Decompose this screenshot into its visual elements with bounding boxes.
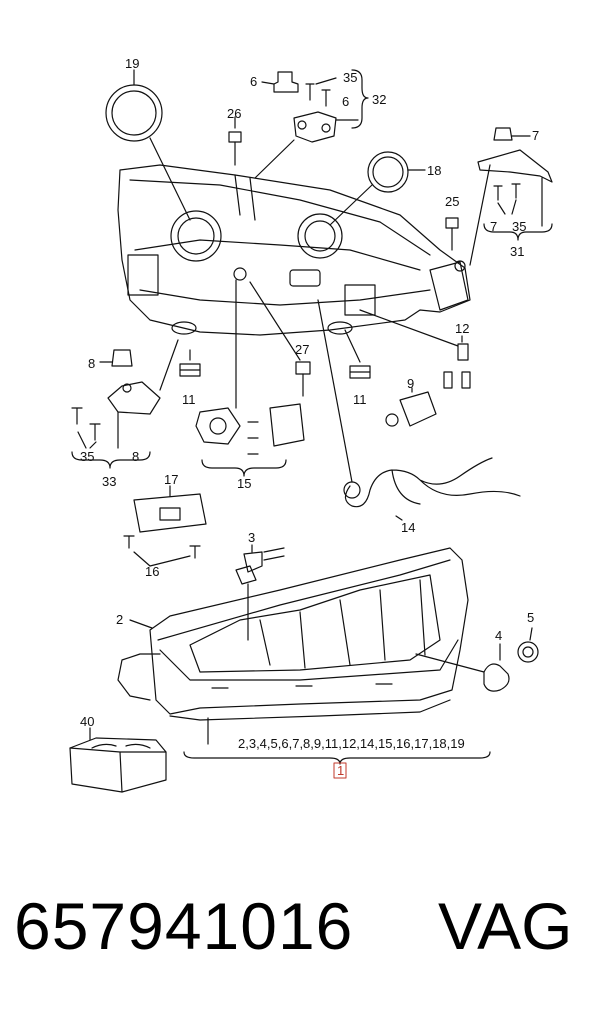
callout-8: 8 [88,356,95,371]
assembly-list: 2,3,4,5,6,7,8,9,11,12,14,15,16,17,18,19 [238,736,465,751]
callout-5: 5 [527,610,534,625]
callout-27: 27 [295,342,309,357]
part-9-level-motor [385,387,437,427]
callout-labels: 19 6 35 6 32 26 18 7 25 7 35 31 8 11 27 … [80,56,539,778]
callout-main-item: 1 [337,763,344,778]
callout-40: 40 [80,714,94,729]
part-3-bulb [235,544,285,641]
part-40-box [69,727,167,793]
callout-9: 9 [407,376,414,391]
part-31-bracket-group [469,127,553,266]
callout-35: 35 [343,70,357,85]
callout-17: 17 [164,472,178,487]
assembly-bracket [183,717,491,779]
part-25-screw [445,217,459,251]
part-18-cover-cap [329,151,426,226]
part-16-screws [123,535,201,567]
callout-26: 26 [227,106,241,121]
part-33-mount-group [71,339,179,469]
part-27-screw [249,281,311,397]
callout-35: 35 [80,449,94,464]
part-12-clips [359,309,471,389]
callout-7: 7 [532,128,539,143]
part-11-grommet-right [344,329,371,379]
callout-33: 33 [102,474,116,489]
callout-15: 15 [237,476,251,491]
part-17-control-unit [133,485,207,533]
part-19-cover-cap [105,69,191,221]
callout-11: 11 [353,392,367,407]
brand-label: VAG [438,889,573,963]
callout-18: 18 [427,163,441,178]
headlight-housing [117,164,471,336]
callout-16: 16 [145,564,159,579]
part-4-bulb [415,643,510,692]
callout-25: 25 [445,194,459,209]
callout-6: 6 [342,94,349,109]
part-5-socket [517,627,539,663]
callout-31: 31 [510,244,524,259]
callout-19: 19 [125,56,139,71]
callout-3: 3 [248,530,255,545]
callout-35: 35 [512,219,526,234]
callout-14: 14 [401,520,415,535]
callout-6: 6 [250,74,257,89]
part-14-wiring-harness [317,299,521,521]
part-15-module-group [195,279,305,477]
part-11-grommet-left [179,349,201,377]
callout-2: 2 [116,612,123,627]
callout-7: 7 [490,219,497,234]
callout-8: 8 [132,449,139,464]
callout-11: 11 [182,392,196,407]
part-26-screw [228,116,242,166]
part-number: 657941016 [14,889,354,963]
callout-12: 12 [455,321,469,336]
callout-4: 4 [495,628,502,643]
exploded-parts-diagram: 19 6 35 6 32 26 18 7 25 7 35 31 8 11 27 … [69,56,553,793]
part-2-headlight-assembly [117,547,469,721]
callout-32: 32 [372,92,386,107]
part-6-32-bracket-group [254,69,369,179]
